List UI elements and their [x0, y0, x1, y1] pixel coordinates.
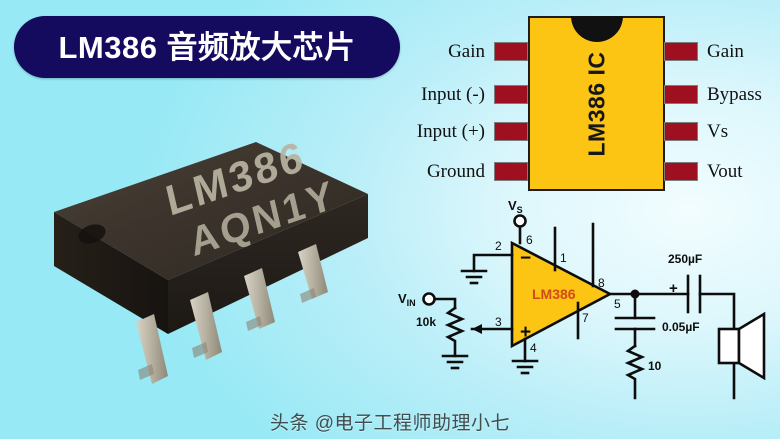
label-cap-bypass: 0.05µF	[662, 320, 700, 334]
vs-terminal-icon	[513, 214, 527, 228]
pin-row-left-1: Gain	[404, 39, 528, 63]
potentiometer-symbol	[444, 306, 466, 358]
pin-row-left-3: Input (+)	[404, 119, 528, 143]
pin-number-8: 8	[598, 276, 605, 290]
pin-block-right-2	[664, 84, 698, 104]
pin-label-input-positive: Input (+)	[416, 120, 485, 142]
ground-symbol-pin4	[511, 359, 539, 375]
pin1-dimple	[78, 224, 106, 244]
ic-notch-icon	[570, 16, 623, 42]
chip-front-face	[54, 212, 168, 334]
ic-package-body: LM386 IC	[528, 16, 665, 191]
vin-terminal-icon	[422, 292, 436, 306]
vin-wire	[433, 297, 457, 310]
pin-label-ground: Ground	[426, 160, 485, 182]
application-circuit-schematic: VS VIN 10k LM386 − + 2 3 4 6 1 8 7 5 250…	[392, 198, 780, 410]
pin-number-3: 3	[495, 315, 502, 329]
label-inverting-sign: −	[520, 248, 531, 269]
chip-top-face	[54, 142, 368, 280]
page-title-badge: LM386 音频放大芯片	[14, 16, 400, 78]
label-pot-value: 10k	[416, 315, 436, 329]
speaker-horn-icon	[737, 311, 766, 381]
label-cap-coupling: 250µF	[668, 252, 702, 266]
pin-label-input-negative: Input (-)	[421, 83, 485, 105]
pin-label-bypass: Bypass	[707, 83, 762, 105]
label-resistor-value: 10	[648, 359, 662, 373]
pin-number-1: 1	[560, 251, 567, 265]
pin-row-right-1: Gain	[664, 39, 744, 63]
ground-symbol-pot	[441, 354, 469, 370]
pin-block-right-3	[664, 121, 698, 141]
label-vs: VS	[508, 198, 523, 215]
pin-label-vout: Vout	[707, 160, 743, 182]
pin-block-left-4	[494, 161, 528, 181]
pin-block-left-2	[494, 84, 528, 104]
ic-part-label: LM386 IC	[583, 51, 609, 156]
pin-label-gain-left: Gain	[448, 40, 485, 62]
pin2-wire	[472, 253, 514, 273]
pin-row-left-4: Ground	[404, 159, 528, 183]
chip-right-face	[168, 194, 368, 334]
pin-block-left-3	[494, 121, 528, 141]
pin-label-vs: Vs	[707, 120, 729, 142]
pin-row-right-3: Vs	[664, 119, 728, 143]
speaker-body	[717, 327, 741, 365]
label-vin: VIN	[398, 291, 416, 308]
pin-row-right-2: Bypass	[664, 82, 762, 106]
pin-block-right-1	[664, 41, 698, 61]
pin-label-gain-right: Gain	[707, 40, 744, 62]
watermark-text: 头条 @电子工程师助理小七	[269, 413, 511, 434]
resistor-symbol	[624, 344, 646, 400]
chip-front-legs	[136, 244, 328, 384]
pinout-diagram: LM386 IC Gain Input (-) Input (+) Ground…	[404, 8, 780, 204]
wiper-arrow-icon	[472, 324, 482, 334]
label-noninverting-sign: +	[520, 322, 531, 343]
pin-number-7: 7	[582, 311, 589, 325]
pin-number-4: 4	[530, 341, 537, 355]
pin-number-5: 5	[614, 297, 621, 311]
chip-photo: LM386 AQN1Y	[18, 108, 390, 408]
label-cap-coupling-polarity: +	[669, 280, 678, 297]
pin-block-left-1	[494, 41, 528, 61]
ground-symbol-pin2	[460, 269, 488, 285]
pin-row-right-4: Vout	[664, 159, 743, 183]
pin-row-left-2: Input (-)	[404, 82, 528, 106]
pin-block-right-4	[664, 161, 698, 181]
page-title: LM386 音频放大芯片	[58, 29, 356, 65]
label-amp-name: LM386	[532, 286, 576, 302]
pin-number-2: 2	[495, 239, 502, 253]
opamp-triangle	[510, 240, 613, 349]
pin-number-6: 6	[526, 233, 533, 247]
